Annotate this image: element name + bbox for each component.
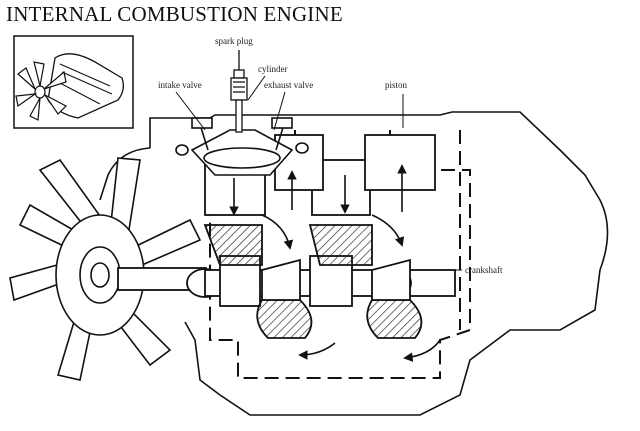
- inset-engine-sketch: [13, 35, 134, 129]
- counterweights: [203, 224, 423, 339]
- motion-arrows: [229, 164, 441, 362]
- cylinder-head: [175, 117, 309, 176]
- label-cylinder: cylinder: [258, 64, 288, 74]
- label-exhaust-valve: exhaust valve: [264, 80, 313, 90]
- label-piston: piston: [385, 80, 408, 90]
- label-intake-valve: intake valve: [158, 80, 202, 90]
- diagram-title: INTERNAL COMBUSTION ENGINE: [6, 2, 343, 26]
- label-spark-plug: spark plug: [215, 36, 253, 46]
- cooling-fan: [9, 157, 202, 381]
- label-crankshaft: crankshaft: [465, 265, 503, 275]
- leader-lines: [175, 75, 462, 271]
- spark-plug: [230, 50, 248, 133]
